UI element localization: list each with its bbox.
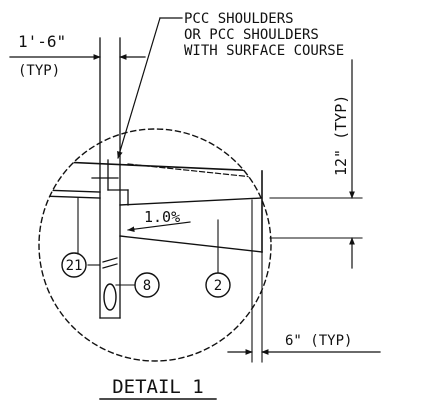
note-leader: [117, 17, 161, 159]
left-width-dimension: 1'-6" (TYP): [9, 32, 146, 79]
edge-drain: [91, 37, 129, 319]
callout-2-label: 2: [214, 278, 222, 294]
height-label: 12" (TYP): [332, 95, 350, 176]
right-width-dimension: 6" (TYP): [227, 199, 381, 363]
pavement-section: [39, 160, 263, 253]
slope-arrow: [127, 221, 191, 233]
surface-course-line: [127, 163, 263, 179]
callout-8-circle: [134, 272, 160, 298]
break-line-2: [102, 263, 118, 269]
note-line-2: OR PCC SHOULDERS: [184, 27, 319, 43]
left-width-label: 1'-6": [18, 32, 66, 51]
right-width-label: 6" (TYP): [285, 333, 352, 349]
height-dimension: 12" (TYP): [269, 59, 363, 269]
shoulder-note: PCC SHOULDERS OR PCC SHOULDERS WITH SURF…: [117, 11, 344, 159]
detail-title: DETAIL 1: [99, 376, 217, 400]
callout-21-label: 21: [66, 258, 83, 274]
break-line-1: [102, 257, 118, 263]
left-typ-label: (TYP): [18, 63, 60, 79]
subbase-line: [119, 235, 263, 253]
callout-8-label: 8: [143, 278, 151, 294]
note-line-1: PCC SHOULDERS: [184, 11, 294, 27]
slab-top-line: [39, 160, 263, 172]
callout-21-group: 21: [61, 197, 101, 278]
slope-label: 1.0%: [144, 208, 180, 226]
shoulder-bottom-line: [119, 197, 263, 206]
detail-circle: [38, 128, 272, 362]
pavement-bottom-line: [39, 189, 101, 193]
title-text: DETAIL 1: [112, 376, 204, 398]
slope-indicator: 1.0%: [127, 208, 191, 233]
callout-21-circle: [61, 252, 87, 278]
callout-8-group: 8: [115, 272, 160, 298]
note-line-3: WITH SURFACE COURSE: [184, 43, 344, 59]
callout-2-circle: [205, 272, 231, 298]
base-line: [39, 195, 101, 199]
callout-2-group: 2: [205, 219, 231, 298]
drain-pipe: [103, 283, 117, 311]
